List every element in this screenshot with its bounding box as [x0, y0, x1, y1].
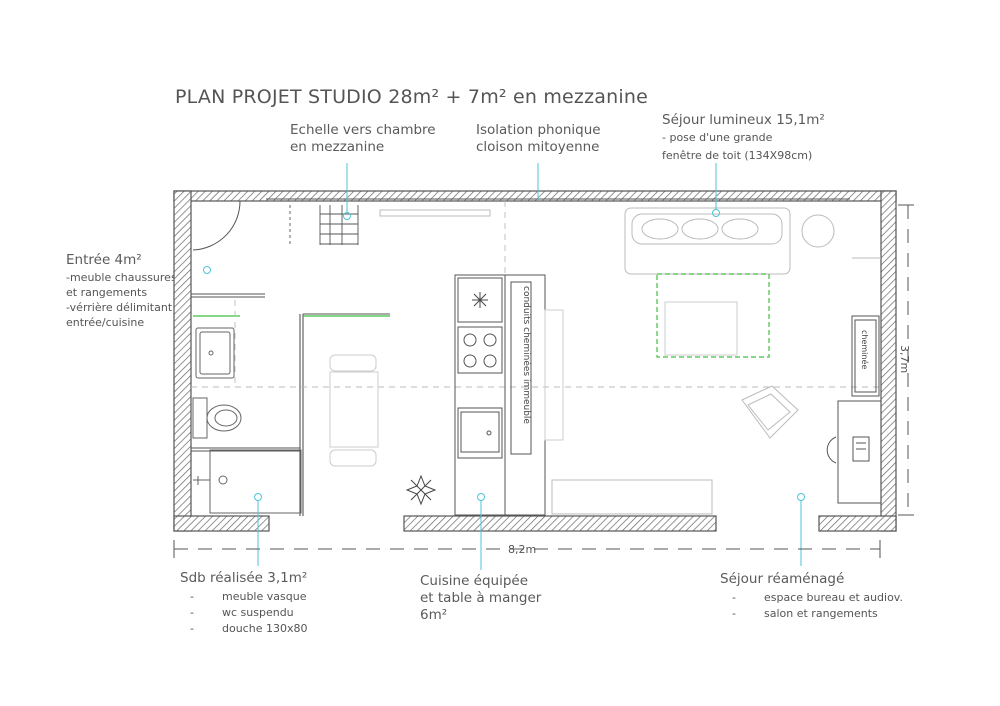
label-sejour-item-1: espace bureau et audiov.: [764, 591, 903, 604]
label-entree-line2: et rangements: [66, 286, 148, 299]
right-furniture: [826, 257, 882, 504]
roof-window: [656, 273, 770, 358]
label-entree-line1: -meuble chaussures: [66, 271, 177, 284]
label-sejour-item-2: salon et rangements: [764, 607, 878, 620]
label-isolation-line1: Isolation phonique: [476, 122, 601, 138]
label-sdb: Sdb réalisée 3,1m² - meuble vasque - wc su…: [180, 570, 307, 636]
armchair-icon: [741, 385, 799, 439]
label-sejour-lumineux-line1: - pose d'une grande: [662, 131, 773, 144]
monitor-icon: [852, 436, 870, 462]
mezzanine-outline: [191, 201, 881, 516]
star-icon: [472, 292, 488, 308]
label-echelle-line2: en mezzanine: [290, 139, 385, 155]
coffee-table: [664, 301, 738, 356]
page-title: PLAN PROJET STUDIO 28m² + 7m² en mezzani…: [175, 86, 648, 108]
label-sejour-lumineux: Séjour lumineux 15,1m² - pose d'une gran…: [662, 112, 825, 163]
label-sdb-item-1: meuble vasque: [222, 590, 307, 603]
conduits-label: conduits cheminées immeuble: [521, 286, 532, 424]
label-echelle-line1: Echelle vers chambre: [290, 122, 436, 138]
label-sdb-dash-1: -: [190, 590, 194, 603]
wall-bottom-mid: [403, 515, 717, 532]
height-dimension: 3,7m: [898, 345, 911, 373]
label-sejour-dash-2: -: [732, 607, 736, 620]
label-sejour-lumineux-title: Séjour lumineux 15,1m²: [662, 112, 825, 128]
wall-bottom-right: [818, 515, 897, 532]
wc-tank-icon: [192, 397, 208, 439]
dimension-lines: [173, 204, 914, 558]
wc-icon: [206, 404, 242, 432]
label-echelle: Echelle vers chambre en mezzanine: [290, 122, 436, 156]
annotation-markers: [203, 163, 805, 570]
label-sejour-dash-1: -: [732, 591, 736, 604]
sofa-icon: [624, 207, 835, 275]
label-sejour-reamenage: Séjour réaménagé - espace bureau et audio…: [720, 571, 903, 621]
label-sdb-dash-3: -: [190, 622, 194, 635]
label-sdb-title: Sdb réalisée 3,1m²: [180, 570, 308, 586]
partitions: [191, 198, 850, 516]
label-sdb-item-3: douche 130x80: [222, 622, 308, 635]
label-cuisine-line1: Cuisine équipée: [420, 573, 529, 589]
label-entree-line3: -vérrière délimitant: [66, 301, 173, 314]
label-isolation: Isolation phonique cloison mitoyenne: [476, 122, 601, 156]
side-table-icon: [801, 214, 835, 248]
sink-area: [457, 277, 503, 323]
plant-icon: [405, 474, 437, 506]
shower-icon: [209, 449, 302, 514]
dining-table: [329, 309, 564, 467]
label-sejour-reamenage-title: Séjour réaménagé: [720, 571, 845, 587]
cheminee-label: cheminée: [860, 330, 870, 369]
label-cuisine: Cuisine équipée et table à manger 6m²: [420, 573, 541, 624]
label-cuisine-line3: 6m²: [420, 607, 448, 623]
label-entree: Entrée 4m² -meuble chaussures et rangeme…: [66, 252, 177, 330]
desk-icon: [837, 400, 882, 504]
label-sdb-dash-2: -: [190, 606, 194, 619]
entrance-door: [190, 200, 241, 251]
bathroom-fixtures: [192, 327, 302, 514]
label-entree-title: Entrée 4m²: [66, 252, 142, 268]
cooktop-icon: [457, 326, 503, 374]
oven-icon: [457, 407, 503, 459]
width-dimension: 8,2m: [508, 543, 536, 556]
wall-bottom-left: [173, 515, 270, 532]
label-sejour-lumineux-line2: fenêtre de toit (134X98cm): [662, 149, 813, 162]
label-entree-line4: entrée/cuisine: [66, 316, 145, 329]
ladder-icon: [289, 205, 359, 245]
vasque-icon: [195, 327, 235, 379]
wall-left: [173, 190, 192, 532]
wall-right: [880, 190, 897, 532]
desk-chair-icon: [826, 436, 837, 464]
low-furniture: [379, 209, 713, 515]
walls: [173, 190, 897, 532]
label-cuisine-line2: et table à manger: [420, 590, 542, 606]
conduits-box: [510, 281, 532, 455]
label-isolation-line2: cloison mitoyenne: [476, 139, 600, 155]
cheminee-box: [851, 315, 880, 397]
label-sdb-item-2: wc suspendu: [222, 606, 294, 619]
